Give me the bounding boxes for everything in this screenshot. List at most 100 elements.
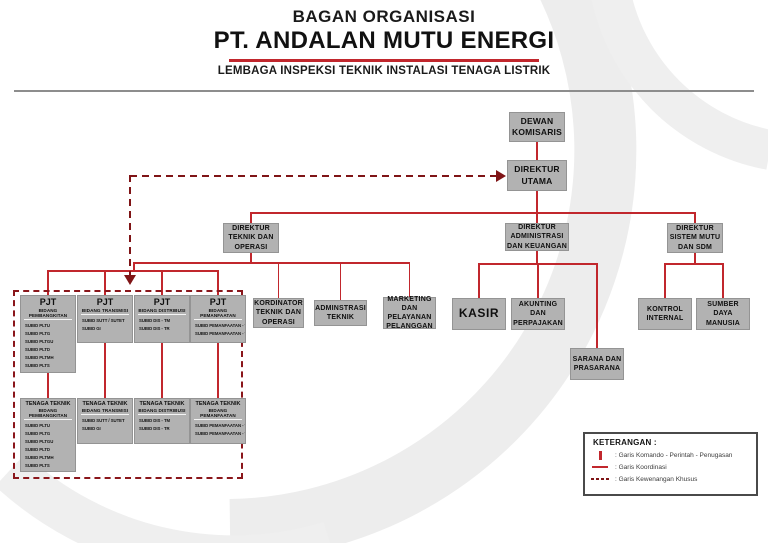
group-divider [194,419,242,421]
org-line [536,212,538,223]
org-line [478,263,480,298]
group-item-list: SUBID PLTU SUBID PLTG SUBID PLTGU SUBID … [21,322,75,372]
org-line [694,253,696,263]
subid-item: SUBID DIS - TR [139,326,170,332]
subid-item: SUBID PEMANFAATAN - TM [195,331,246,337]
subid-item: SUBID PLTD [25,347,50,353]
node-label: SUMBER DAYA MANUSIA [705,301,741,327]
node-label: KORDINATOR TEKNIK DAN OPERASI [254,300,303,326]
special-authority-line [130,175,496,177]
org-line [250,212,252,223]
org-line [665,263,724,265]
command-line-icon [585,450,615,460]
group-divider [81,414,129,416]
group-subtitle: BIDANG DISTRIBUSI [138,407,186,413]
org-line [596,263,598,348]
group-subtitle: BIDANG TRANSMISI [81,407,129,413]
subid-item: SUBID DIS - TM [139,418,171,424]
node-label: DIREKTUR UTAMA [514,164,560,186]
org-line [161,343,163,398]
node-kontrol-internal: KONTROL INTERNAL [638,298,692,330]
subid-item: SUBID DIS - TR [139,426,170,432]
subid-item: SUBID GI [82,426,101,432]
node-label: SARANA DAN PRASARANA [572,355,622,372]
node-label: KASIR [458,306,500,321]
node-label: DIREKTUR TEKNIK DAN OPERASI [228,225,274,251]
special-authority-line [129,175,131,275]
subid-item: SUBID GI [82,326,101,332]
group-subtitle: BIDANG PEMBANGKITAN [28,407,68,418]
subid-item: SUBID PEMANFAATAN - TM [195,431,246,437]
node-marketing-pelayanan: MARKETING DAN PELAYANAN PELANGGAN [383,296,436,330]
group-item-list: SUBID PEMANFAATAN - TT SUBID PEMANFAATAN… [191,322,245,338]
page-title: BAGAN ORGANISASI [292,7,476,26]
node-dewan-komisaris: DEWAN KOMISARIS [509,112,565,142]
subid-item: SUBID PLTMH [25,355,54,361]
node-label: AKUNTING DAN PERPAJAKAN [513,301,563,327]
subid-item: SUBID PLTG [25,331,51,337]
org-line [47,373,49,398]
coordination-line-icon [585,466,615,468]
group-title: TENAGA TEKNIK [195,401,241,407]
group-pjt-distribusi: PJT BIDANG DISTRIBUSI SUBID DIS - TM SUB… [134,295,190,343]
legend-label: : Garis Koordinasi [615,463,667,471]
group-subtitle: BIDANG PEMANFAATAN [200,307,236,318]
group-title: PJT [153,297,171,307]
org-line [48,270,219,272]
group-title: TENAGA TEKNIK [25,401,71,407]
company-name: PT. ANDALAN MUTU ENERGI [213,27,555,54]
org-line [536,140,538,160]
group-title: PJT [39,297,57,307]
org-line [339,262,341,300]
org-line [104,343,106,398]
subid-item: SUBID PLTBG [25,470,73,471]
legend-row-coordination: : Garis Koordinasi [585,461,756,473]
org-line [133,262,135,270]
special-authority-line-icon [585,478,615,480]
group-item-list: SUBID DIS - TM SUBID DIS - TR [135,317,189,333]
subid-item: SUBID PLTS [25,363,50,369]
group-item-list: SUBID PEMANFAATAN - TT SUBID PEMANFAATAN… [191,422,245,438]
group-subtitle: BIDANG PEMBANGKITAN [28,307,68,318]
subid-item: SUBID PLTU [25,323,50,329]
org-line [722,263,724,298]
node-label: DEWAN KOMISARIS [512,115,562,137]
arrow-down-icon [124,275,136,285]
org-line [277,262,279,298]
node-direktur-sistem-mutu-sdm: DIREKTUR SISTEM MUTU DAN SDM [667,223,723,253]
node-direktur-administrasi-keuangan: DIREKTUR ADMINISTRASI DAN KEUANGAN [505,223,569,251]
subid-item: SUBID SUTT / SUTET [82,418,125,424]
subid-item: SUBID PEMANFAATAN - TT [195,323,246,329]
node-kasir: KASIR [452,298,506,330]
node-direktur-utama: DIREKTUR UTAMA [507,160,567,191]
group-subtitle: BIDANG PEMANFAATAN [200,407,236,418]
group-tenaga-pemanfaatan: TENAGA TEKNIK BIDANG PEMANFAATAN SUBID P… [190,398,246,444]
org-line [161,270,163,295]
group-divider [138,314,186,316]
subid-item: SUBID PLTBG [25,370,73,372]
node-label: DIREKTUR SISTEM MUTU DAN SDM [669,225,721,251]
arrow-right-icon [496,170,506,182]
subid-item: SUBID PLTGU [25,439,54,445]
legend-label: : Garis Komando - Perintah - Penugasan [615,451,733,459]
node-sumber-daya-manusia: SUMBER DAYA MANUSIA [696,298,750,330]
subid-item: SUBID PLTGU [25,339,54,345]
org-line [251,212,695,214]
subid-item: SUBID PLTU [25,423,50,429]
node-label: ADMINSTRASI TEKNIK [315,304,366,321]
org-line [536,191,538,212]
group-item-list: SUBID PLTU SUBID PLTG SUBID PLTGU SUBID … [21,422,75,471]
group-subtitle: BIDANG TRANSMISI [81,307,129,313]
legend-row-special-authority: : Garis Kewenangan Khusus [585,473,756,485]
group-title: PJT [209,297,227,307]
group-tenaga-distribusi: TENAGA TEKNIK BIDANG DISTRIBUSI SUBID DI… [134,398,190,444]
group-divider [138,414,186,416]
subid-item: SUBID DIS - TM [139,318,171,324]
group-title: TENAGA TEKNIK [82,401,128,407]
subid-item: SUBID PEMANFAATAN - TT [195,423,246,429]
header-accent-rule [229,59,539,62]
node-label: KONTROL INTERNAL [646,305,684,322]
subid-item: SUBID SUTT / SUTET [82,318,125,324]
group-pjt-pembangkitan: PJT BIDANG PEMBANGKITAN SUBID PLTU SUBID… [20,295,76,373]
